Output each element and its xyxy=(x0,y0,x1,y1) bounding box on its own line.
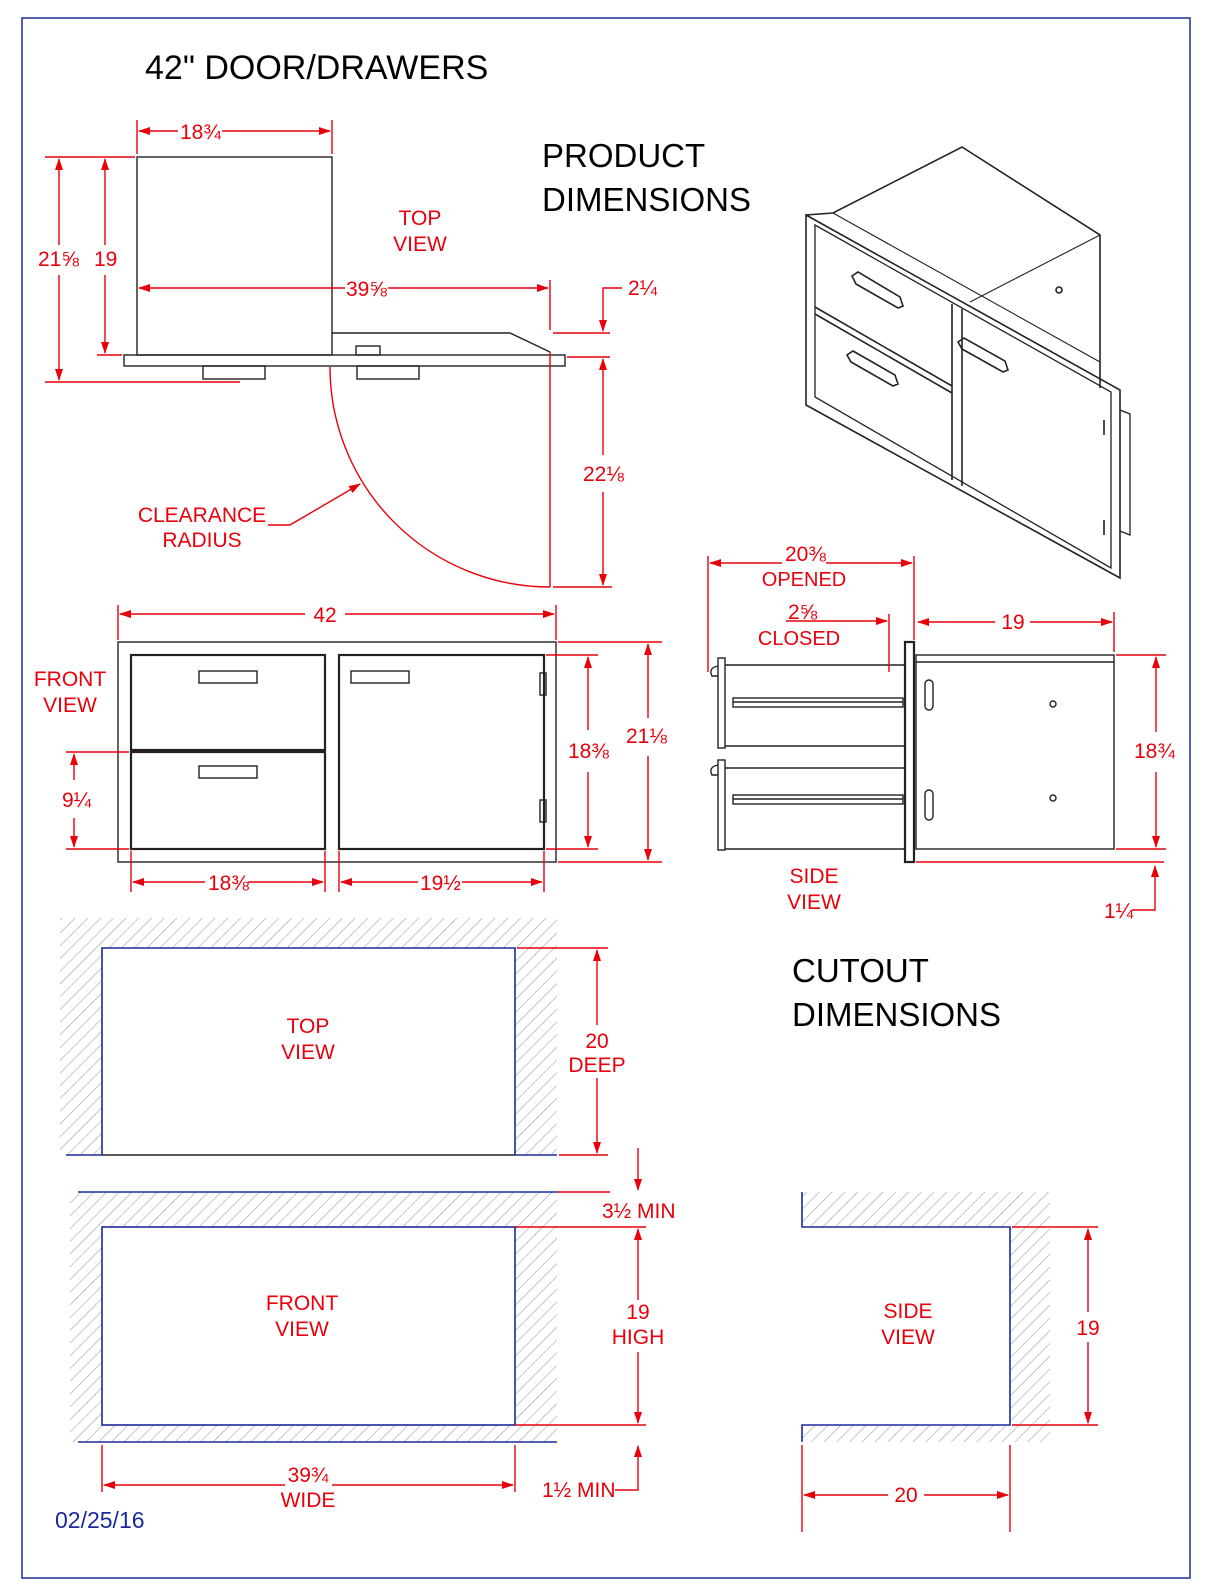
side-body xyxy=(916,655,1114,849)
front-view-label-line2: VIEW xyxy=(43,694,97,717)
clearance-label-line2: RADIUS xyxy=(162,529,241,552)
dim-cutout-deep-label: DEEP xyxy=(568,1054,625,1077)
dim-cutout-wide-value: 39¾ xyxy=(288,1464,329,1487)
top-view-bezel xyxy=(124,355,565,366)
cutout-heading-line1: CUTOUT xyxy=(792,952,929,989)
top-view-handle-right xyxy=(357,366,419,379)
side-bezel xyxy=(905,642,914,862)
cutout-side-label-line2: VIEW xyxy=(881,1326,935,1349)
front-door-handle xyxy=(351,671,409,683)
front-drawer-top xyxy=(131,655,325,750)
dim-front-overall-height: 21⅛ xyxy=(626,725,667,748)
cutout-side-label-line1: SIDE xyxy=(883,1300,932,1323)
clearance-arc xyxy=(330,367,550,587)
dim-top-depth: 19 xyxy=(94,248,117,271)
dim-cutout-deep-value: 20 xyxy=(585,1030,608,1053)
dim-cutout-side-depth: 20 xyxy=(894,1484,917,1507)
product-heading-line2: DIMENSIONS xyxy=(542,181,751,218)
dim-top-width: 18¾ xyxy=(180,121,221,144)
product-heading-line1: PRODUCT xyxy=(542,137,705,174)
dim-side-height: 18¾ xyxy=(1134,740,1175,763)
cutout-top-view: 20 DEEP TOP VIEW xyxy=(60,918,626,1155)
dim-side-closed-label: CLOSED xyxy=(758,628,840,650)
dim-front-drawer-height: 9¼ xyxy=(62,789,92,812)
side-drawer-face-lower xyxy=(718,760,725,850)
dim-side-closed: 2⅝ xyxy=(788,601,818,624)
dim-cutout-high-value: 19 xyxy=(626,1301,649,1324)
cutout-front-view: 3½ MIN 19 HIGH 1½ MIN 39¾ WIDE FRONT VIE… xyxy=(70,1148,676,1512)
front-view-label-line1: FRONT xyxy=(34,668,106,691)
drawing-title: 42" DOOR/DRAWERS xyxy=(145,49,488,87)
product-isometric xyxy=(806,147,1130,578)
cutout-heading-line2: DIMENSIONS xyxy=(792,996,1001,1033)
top-view-label-line1: TOP xyxy=(399,207,442,230)
top-view-handle-center xyxy=(356,346,380,355)
dim-front-overall-width: 42 xyxy=(313,604,336,627)
dim-front-drawer-width: 18⅜ xyxy=(208,872,249,895)
product-side-view: 20⅜ OPENED 2⅝ CLOSED 19 18¾ 1¼ SIDE VIEW xyxy=(708,543,1175,923)
side-view-label-line2: VIEW xyxy=(787,891,841,914)
top-view-door-slope xyxy=(332,333,550,352)
clearance-leader xyxy=(268,484,360,525)
cutout-side-view: 19 20 SIDE VIEW xyxy=(802,1192,1100,1532)
side-view-label-line1: SIDE xyxy=(789,865,838,888)
dim-side-opened-label: OPENED xyxy=(762,569,846,591)
dim-side-opened: 20⅜ xyxy=(785,543,826,566)
top-view-handle-left xyxy=(203,366,265,379)
drawing-date: 02/25/16 xyxy=(55,1507,145,1533)
dim-top-width-total: 39⅝ xyxy=(346,278,387,301)
dim-front-door-height: 18⅜ xyxy=(568,740,609,763)
cutout-front-hatch xyxy=(70,1192,557,1442)
top-view-body xyxy=(137,157,332,355)
dim-side-depth: 19 xyxy=(1001,611,1024,634)
front-drawer-bottom-handle xyxy=(199,766,257,778)
clearance-label-line1: CLEARANCE xyxy=(138,504,266,527)
dim-cutout-top-min: 3½ MIN xyxy=(602,1200,676,1223)
cutout-front-label-line1: FRONT xyxy=(266,1292,338,1315)
cutout-top-label-line2: VIEW xyxy=(281,1041,335,1064)
cutout-front-label-line2: VIEW xyxy=(275,1318,329,1341)
cutout-top-label-line1: TOP xyxy=(287,1015,330,1038)
front-door xyxy=(339,655,544,849)
front-drawer-top-handle xyxy=(199,671,257,683)
side-drawer-face-upper xyxy=(718,658,725,748)
dim-top-bezel: 2¼ xyxy=(628,277,658,300)
dim-side-bottom-offset: 1¼ xyxy=(1104,900,1134,923)
product-front-view: 42 9¼ 18⅜ 21⅛ 18⅜ 19½ FRONT VIEW xyxy=(34,604,668,895)
dim-cutout-bottom-min: 1½ MIN xyxy=(542,1479,616,1502)
dim-cutout-high-label: HIGH xyxy=(612,1326,665,1349)
top-view-label-line2: VIEW xyxy=(393,233,447,256)
dim-cutout-side-height: 19 xyxy=(1076,1317,1099,1340)
dim-top-overall-depth: 21⅝ xyxy=(38,248,79,271)
dim-cutout-wide-label: WIDE xyxy=(281,1489,336,1512)
dim-front-door-width: 19½ xyxy=(420,872,461,895)
dim-top-swing: 22⅛ xyxy=(583,463,624,486)
